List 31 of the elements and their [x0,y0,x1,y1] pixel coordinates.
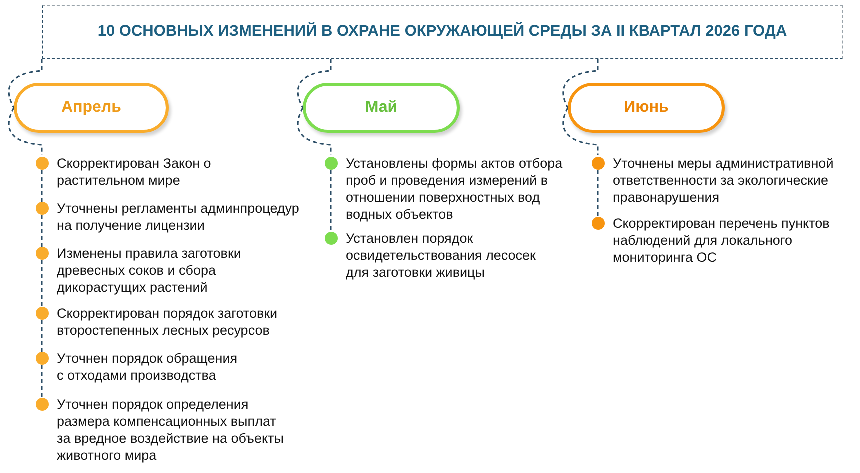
list-item-text: Установлен порядок освидетельствования лесосек для заготовки живицы [346,230,537,281]
dashed-connector [8,59,43,108]
dashed-connector [330,170,332,232]
dashed-connector [41,365,43,398]
title-text: 10 ОСНОВНЫХ ИЗМЕНЕНИЙ В ОХРАНЕ ОКРУЖАЮЩЕЙ СРЕДЫ ЗА II КВАРТАЛ 2026 ГОДА [98,23,788,41]
list-item-text: Скорректирован порядок заготовки второстепенных лесных ресурсов [57,305,279,339]
list-item-text: Установлены формы актов отбора проб и проведения измерений в отношении поверхностных вод водных объектов [346,155,564,223]
dashed-connector [562,108,599,155]
dashed-connector [297,59,332,108]
month-pill [14,83,169,133]
month-label: Май [365,99,398,117]
month-pill [568,83,725,133]
list-item-text: Изменены правила заготовки древесных соков и сбора дикорастущих растений [57,245,242,296]
dashed-connector [597,170,599,217]
list-item-text: Уточнены меры административной ответственности за экологические правонарушения [613,155,835,206]
list-item-text: Скорректирован Закон о растительном мире [57,155,212,189]
dashed-connector [41,215,43,247]
title-box [42,5,843,59]
month-label: Апрель [62,99,122,117]
list-item-text: Скорректирован перечень пунктов наблюдений для локального мониторинга ОС [613,215,831,266]
dashed-connector [41,320,43,352]
dashed-connector [297,108,332,155]
month-pill [303,83,460,133]
list-item-text: Уточнены регламенты админпроцедур на получение лицензии [57,200,300,234]
list-item-text: Уточнен порядок обращения с отходами производства [57,350,239,384]
month-label: Июнь [624,99,669,117]
dashed-connector [562,59,599,108]
dashed-connector [41,170,43,202]
dashed-connector [41,260,43,307]
list-item-text: Уточнен порядок определения размера компенсационных выплат за вредное воздействие на объекты животного мира [57,396,285,464]
dashed-connector [8,108,43,155]
